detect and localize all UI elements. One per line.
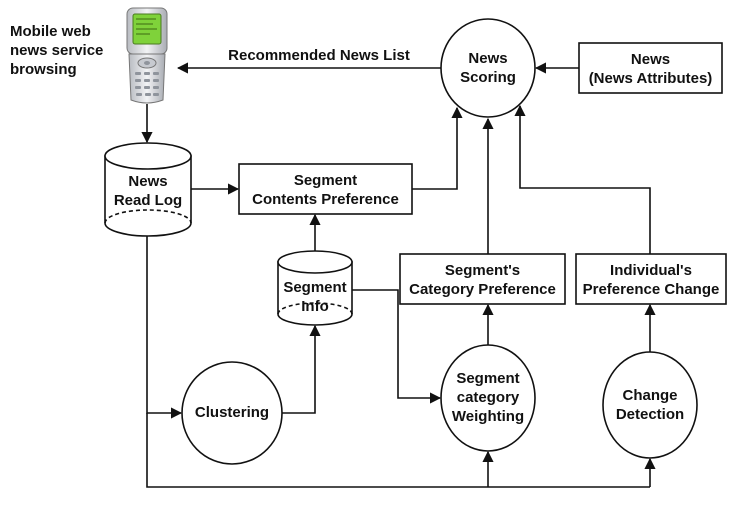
recommended-news-list-label: Recommended News List — [228, 47, 410, 64]
news-read-log-line: News — [128, 173, 168, 190]
segment-contents-preference-line: Contents Preference — [252, 191, 399, 208]
segment-category-weighting-line: Weighting — [451, 408, 525, 425]
segment-info-label: Segment Info — [278, 278, 352, 316]
change-detection-label: Change Detection — [603, 386, 697, 424]
edge-contents-preference-to-scoring — [412, 106, 463, 190]
change-detection-line: Detection — [615, 406, 685, 423]
segment-category-weighting-label: Segment category Weighting — [441, 369, 535, 426]
segment-category-weighting-line: category — [456, 389, 520, 406]
segment-info-node — [277, 250, 353, 326]
phone-caption-line: browsing — [10, 61, 77, 78]
news-scoring-line: News — [468, 50, 508, 67]
edge-read-log-bus — [146, 413, 650, 488]
clustering-line: Clustering — [194, 404, 270, 421]
phone-caption-line: Mobile web — [10, 23, 91, 40]
news-attributes-label: News (News Attributes) — [579, 50, 722, 88]
news-read-log-line: Read Log — [113, 192, 183, 209]
segment-category-preference-label: Segment's Category Preference — [400, 261, 565, 299]
edge-clustering-to-segment-info — [282, 324, 321, 414]
individual-preference-change-label: Individual's Preference Change — [576, 261, 726, 299]
segment-category-preference-node — [399, 253, 566, 305]
news-read-log-label: News Read Log — [105, 172, 191, 210]
phone-caption: Mobile web news service browsing — [10, 22, 103, 79]
news-scoring-line: Scoring — [460, 69, 516, 86]
clustering-label: Clustering — [182, 403, 282, 422]
segment-contents-preference-label: Segment Contents Preference — [239, 171, 412, 209]
edge-segment-info-to-weighting — [352, 289, 442, 404]
news-read-log-node — [104, 142, 192, 237]
news-scoring-label: News Scoring — [441, 49, 535, 87]
mobile-phone-icon — [126, 7, 168, 104]
news-attributes-node — [578, 42, 723, 94]
segment-category-preference-line: Category Preference — [409, 281, 556, 298]
edge-preference-change-to-scoring — [514, 104, 651, 254]
phone-caption-line: news service — [10, 42, 104, 59]
edge-read-log-to-clustering — [146, 236, 183, 419]
segment-info-line: Info — [301, 298, 329, 315]
news-attributes-line: News — [630, 51, 671, 68]
news-attributes-line: (News Attributes) — [588, 70, 713, 87]
segment-category-preference-line: Segment's — [444, 262, 521, 279]
segment-category-weighting-line: Segment — [456, 370, 520, 387]
segment-contents-preference-node — [238, 163, 413, 215]
segment-contents-preference-line: Segment — [293, 172, 358, 189]
change-detection-line: Change — [622, 387, 678, 404]
segment-info-line: Segment — [283, 279, 347, 296]
individual-preference-change-line: Individual's — [610, 262, 692, 279]
individual-preference-change-line: Preference Change — [582, 281, 720, 298]
